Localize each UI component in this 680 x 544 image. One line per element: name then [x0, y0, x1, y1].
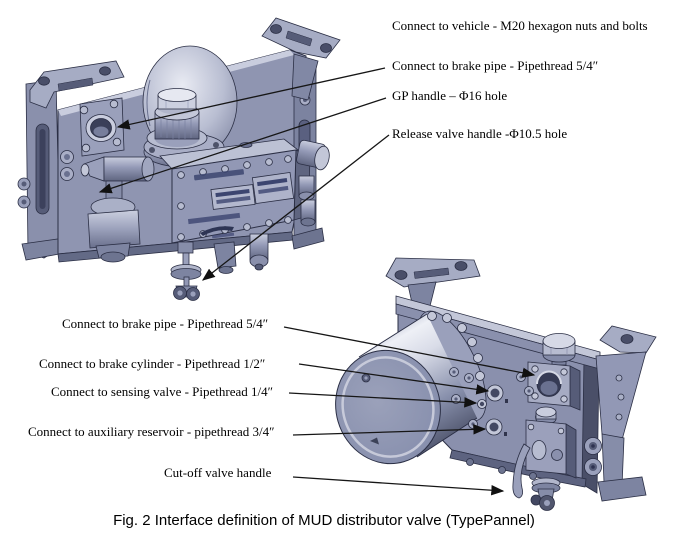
label-release-valve: Release valve handle -Φ10.5 hole	[392, 126, 568, 141]
bottom-fittings	[213, 233, 269, 274]
top-hex-cap	[542, 333, 576, 366]
left-mounting-bracket	[17, 60, 125, 261]
label-brake-cylinder: Connect to brake cylinder - Pipethread 1…	[39, 356, 266, 371]
label-aux-reservoir: Connect to auxiliary reservoir - pipethr…	[28, 424, 275, 439]
top-valve-view	[17, 17, 341, 301]
gp-valve-stack	[143, 88, 225, 168]
release-valve-stem	[170, 241, 202, 301]
rear-brake-pipe-port	[527, 361, 581, 411]
leader-release-valve	[201, 134, 390, 281]
label-brake-pipe-bottom: Connect to brake pipe - Pipethread 5/4″	[62, 316, 269, 331]
figure-caption: Fig. 2 Interface definition of MUD distr…	[113, 512, 535, 529]
leader-lines	[98, 67, 536, 496]
rear-left-mounting-bracket	[385, 257, 481, 307]
leader-sensing-valve	[288, 392, 478, 408]
leader-brake-pipe-bottom	[283, 326, 536, 378]
leader-brake-pipe-top	[116, 67, 386, 130]
brake-chamber-cylinder	[335, 311, 485, 465]
brake-pipe-port	[79, 97, 125, 157]
leader-aux-reservoir	[292, 424, 487, 436]
main-valve-body	[159, 138, 330, 244]
label-sensing-valve: Connect to sensing valve - Pipethread 1/…	[51, 384, 274, 399]
release-pilot-valve	[80, 156, 155, 263]
label-gp-handle: GP handle – Φ16 hole	[392, 88, 508, 103]
leader-cutoff-handle	[292, 476, 505, 496]
label-brake-pipe-top: Connect to brake pipe - Pipethread 5/4″	[392, 58, 599, 73]
bottom-valve-view	[335, 257, 657, 511]
leader-gp-handle	[98, 97, 387, 194]
label-connect-vehicle: Connect to vehicle - M20 hexagon nuts an…	[392, 18, 648, 33]
rear-right-mounting-bracket	[584, 325, 657, 502]
cutoff-valve	[512, 406, 577, 511]
leader-brake-cylinder	[298, 363, 490, 395]
label-cutoff-handle: Cut-off valve handle	[164, 465, 272, 480]
